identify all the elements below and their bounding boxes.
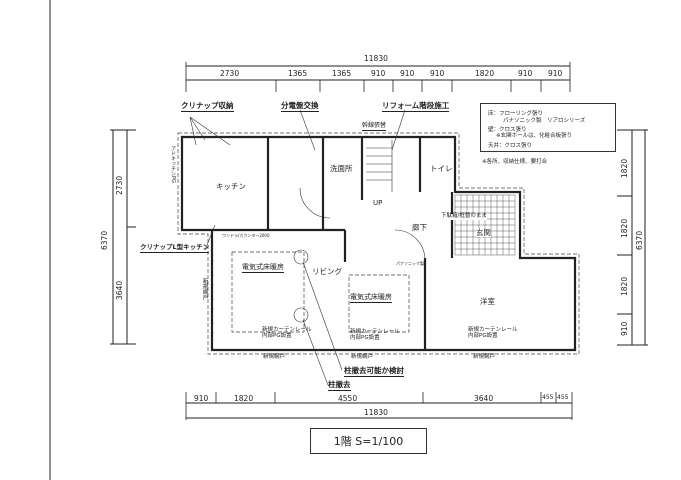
room-washroom: 洗面所	[330, 164, 353, 173]
screen-door-note: 新規網戸	[351, 354, 374, 360]
floor-heating-label: 電気式床暖房	[242, 263, 284, 273]
curtain-note: 新規カーテンレール内部PG設置	[262, 327, 312, 339]
entrance-tile-grid	[454, 194, 516, 256]
pillar-remove-callout: 柱撤去	[328, 380, 351, 391]
floor-heating-label: 電気式床暖房	[350, 293, 392, 303]
top-dimension: 1820	[475, 69, 495, 78]
bottom-dimension: 910	[194, 394, 209, 403]
top-total-dimension: 11830	[364, 54, 388, 63]
top-dimension: 910	[430, 69, 445, 78]
legend-wall-sub: ※玄関ホールは、化粧合板張り	[496, 133, 573, 139]
top-dimension: 910	[371, 69, 386, 78]
screen-door-note: 新規網戸	[263, 354, 286, 360]
room-entrance: 玄関	[476, 228, 491, 237]
bottom-dimension: 1820	[234, 394, 254, 403]
top-dimension: 1365	[332, 69, 352, 78]
right-dimension: 910	[620, 321, 629, 336]
left-dimension: 3640	[115, 280, 124, 300]
panasonic-note: パナソニック製	[396, 261, 424, 266]
right-total-dimension: 6370	[635, 230, 644, 250]
left-total-dimension: 6370	[100, 230, 109, 250]
l-kitchen-callout: クリナップL型キッチン	[140, 243, 210, 253]
right-dimension: 1820	[620, 218, 629, 238]
room-western: 洋室	[480, 297, 495, 306]
counter-note: ワンドラ/カウンター2000	[222, 233, 270, 238]
top-dimension: 1365	[288, 69, 308, 78]
screen-door-note: 新規網戸	[473, 354, 496, 360]
hood-note: アドキッチンPG	[170, 146, 176, 183]
right-dimension: 1820	[620, 276, 629, 296]
stairs-up-label: UP	[373, 199, 383, 207]
top-dimension: 910	[518, 69, 533, 78]
room-kitchen: キッチン	[216, 182, 246, 191]
screen-door-note: 新規網戸	[201, 278, 208, 300]
curtain-note: 新規カーテンレール内部PG設置	[350, 329, 400, 341]
curtain-note: 新規カーテンレール内部PG設置	[468, 327, 518, 339]
bottom-total-dimension: 11830	[364, 408, 388, 417]
pillar-check-callout: 柱撤去可能か検討	[344, 366, 404, 377]
bottom-dimension: 455	[542, 394, 554, 401]
legend-floor-sub: パナソニック製 リアロシリーズ	[503, 118, 586, 124]
storage-callout: クリナップ収納	[181, 101, 234, 112]
room-toilet: トイレ	[430, 164, 453, 173]
drawing-title: 1階 S=1/100	[310, 428, 427, 454]
stairs-callout: リフォーム階段施工	[382, 101, 450, 112]
legend-ceiling: 天井：クロス張り	[488, 143, 533, 149]
finish-legend: 床：フローリング張り パナソニック製 リアロシリーズ 壁：クロス張り ※玄関ホー…	[480, 103, 616, 152]
bottom-dimension: 455	[557, 394, 569, 401]
room-hallway: 廊下	[412, 223, 427, 232]
top-dimension: 910	[400, 69, 415, 78]
right-dimension: 1820	[620, 158, 629, 178]
legend-wall: 壁：クロス張り	[488, 127, 527, 133]
room-living: リビング	[312, 267, 342, 276]
legend-floor: 床：フローリング張り	[488, 111, 544, 117]
left-dimension: 2730	[115, 175, 124, 195]
top-dimension: 910	[548, 69, 563, 78]
panel-callout: 分電盤交換	[281, 101, 319, 112]
bottom-dimension: 4550	[338, 394, 358, 403]
shoebox-note: 下駄箱/框替のまま	[441, 213, 487, 220]
bottom-dimension: 3640	[474, 394, 494, 403]
trunk-callout: 幹線張替	[362, 122, 387, 131]
footnote: ※各所、収納仕様、要打合	[482, 159, 548, 165]
top-dimension: 2730	[220, 69, 240, 78]
walls	[180, 135, 577, 352]
